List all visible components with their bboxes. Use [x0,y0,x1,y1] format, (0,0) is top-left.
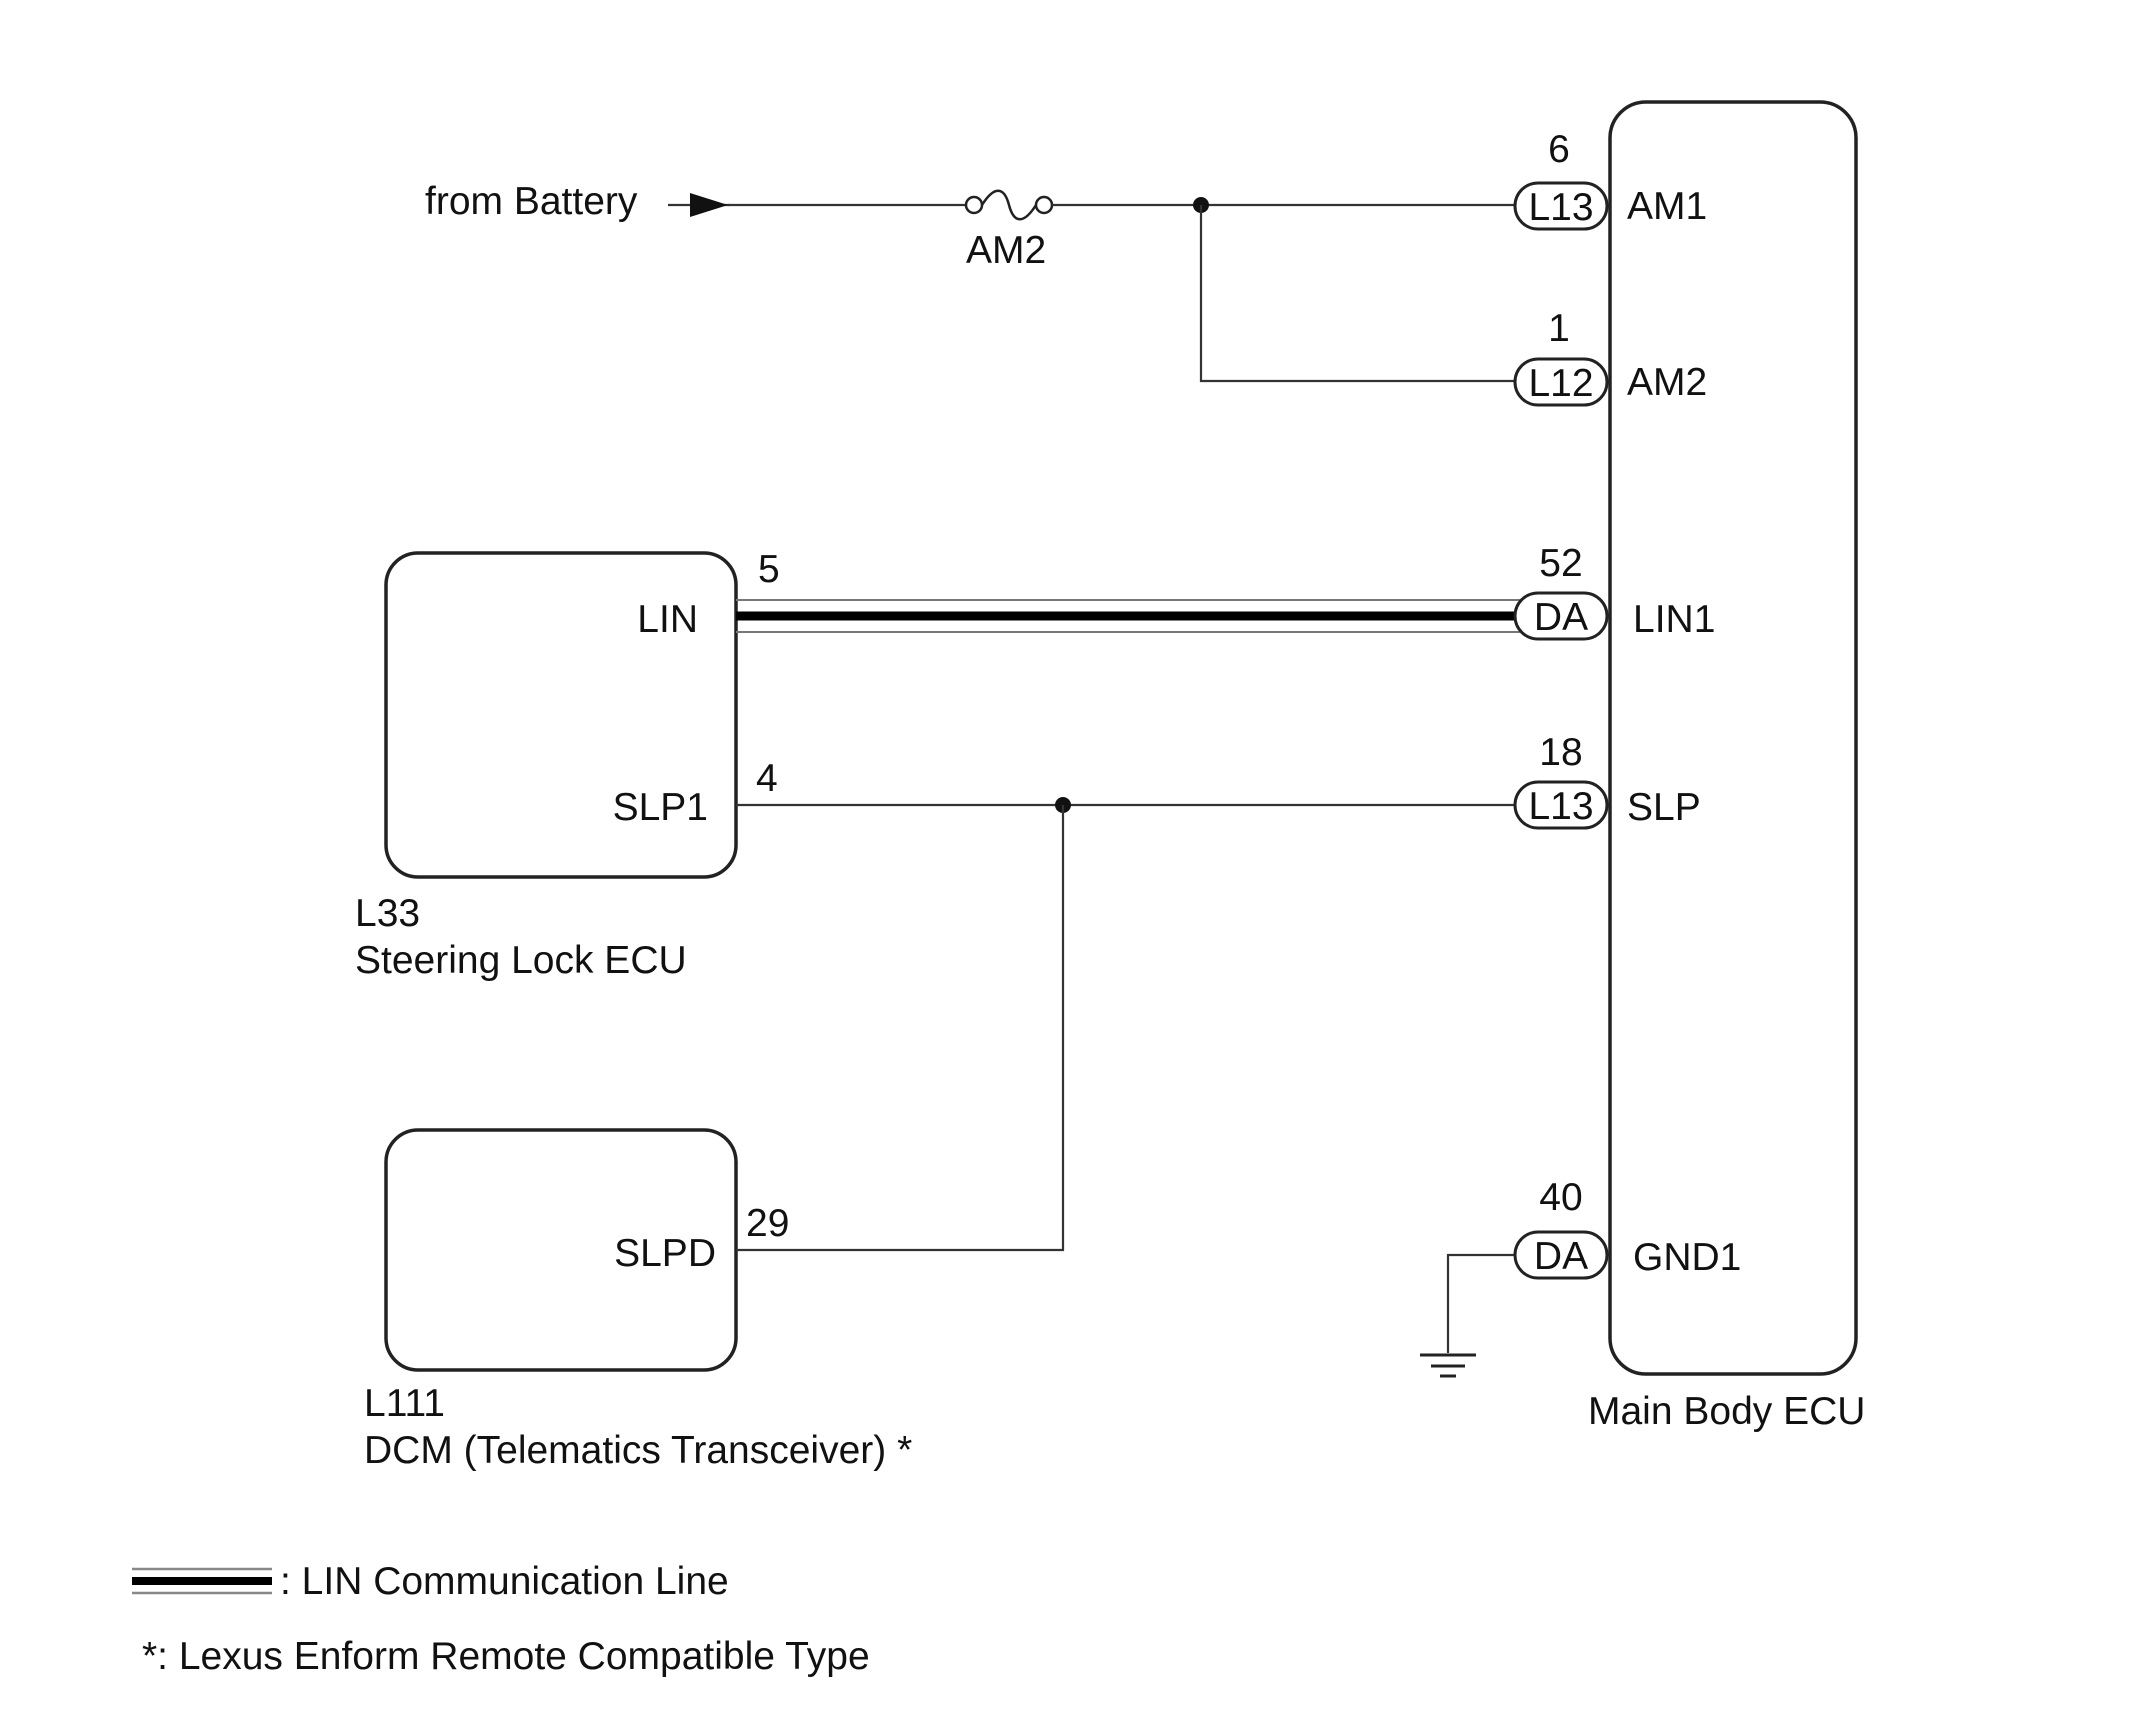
pin-number: 6 [1548,128,1570,171]
terminal-name: SLP [1627,786,1701,829]
steering-lock-pin-slp1-number: 4 [756,757,778,800]
main-body-ecu-label: Main Body ECU [1588,1390,1865,1433]
pin-number: 18 [1539,731,1582,774]
dcm-label: DCM (Telematics Transceiver) * [364,1429,912,1472]
steering-lock-pin-lin-number: 5 [758,548,780,591]
terminal-name: GND1 [1633,1236,1741,1279]
legend-lin-line-symbol [132,1567,272,1595]
steering-lock-ecu-box [384,551,738,879]
connector-oval [1513,591,1609,641]
ground-wire [1446,1253,1515,1353]
steering-lock-ecu-code: L33 [355,892,420,935]
connector-code: DA [1534,596,1588,639]
pin-am2: 1 L12 AM2 [1513,307,1707,407]
dcm-code: L111 [364,1382,445,1425]
legend-lin-line-label: : LIN Communication Line [280,1560,729,1603]
connector-code: L13 [1528,785,1593,828]
dcm-pin-slpd: SLPD [614,1232,716,1275]
pin-number: 52 [1539,542,1582,585]
pin-lin1: 52 DA LIN1 [1513,542,1715,641]
connector-code: L12 [1528,362,1593,405]
pin-number: 1 [1548,307,1570,350]
connector-oval [1513,1230,1609,1280]
fuse-icon [964,189,1054,221]
dcm-pin-slpd-number: 29 [746,1202,789,1245]
connector-code: DA [1534,1235,1588,1278]
lin-communication-line [736,599,1520,633]
am2-wire [1199,205,1515,383]
pin-slp: 18 L13 SLP [1513,731,1701,830]
footnote-text: *: Lexus Enform Remote Compatible Type [142,1635,870,1678]
slpd-wire [736,805,1065,1252]
pin-gnd1: 40 DA GND1 [1513,1176,1741,1280]
pin-am1: 6 L13 AM1 [1513,128,1707,231]
terminal-name: LIN1 [1633,598,1715,641]
ground-icon [1420,1353,1476,1378]
main-body-ecu-box [1608,100,1858,1376]
connector-code: L13 [1528,186,1593,229]
steering-lock-pin-slp1: SLP1 [613,786,708,829]
battery-arrow-icon [690,193,728,217]
connector-oval [1513,181,1609,231]
pin-number: 40 [1539,1176,1582,1219]
connector-oval [1513,780,1609,830]
steering-lock-pin-lin: LIN [637,598,698,641]
terminal-name: AM1 [1627,185,1707,228]
steering-lock-ecu-label: Steering Lock ECU [355,939,687,982]
from-battery-label: from Battery [425,180,638,223]
terminal-name: AM2 [1627,361,1707,404]
connector-oval [1513,357,1609,407]
fuse-label: AM2 [966,229,1046,272]
